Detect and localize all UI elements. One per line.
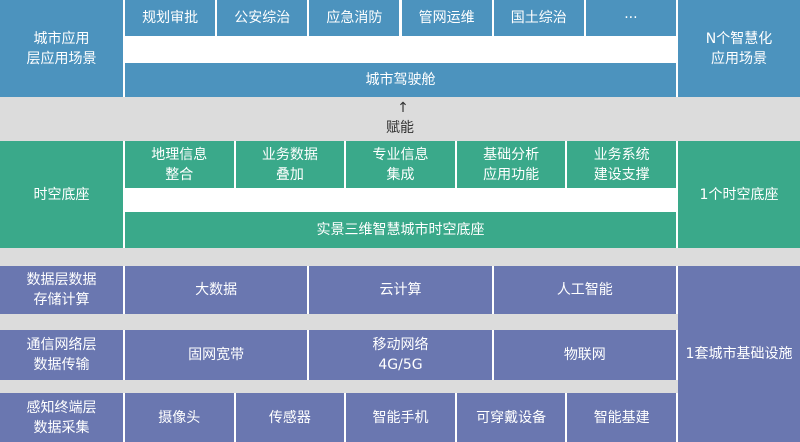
city-scenario-1: 规划审批 <box>125 0 216 36</box>
comm-item-1: 固网宽带 <box>125 330 308 380</box>
base-arrow-icon: ↑ <box>505 197 516 211</box>
city-scenario-2: 公安综治 <box>217 0 308 36</box>
data-item-2: 云计算 <box>309 266 492 314</box>
base-layer-label: 时空底座 <box>0 141 123 248</box>
city-arrow-icon: ↑ <box>625 44 636 58</box>
base-arrow-icon: ↑ <box>395 197 406 211</box>
city-arrow-icon: ↑ <box>257 44 268 58</box>
base-arrow-icon: ↑ <box>615 197 626 211</box>
base-function-3: 专业信息 集成 <box>346 141 455 188</box>
city-scenario-4: 管网运维 <box>401 0 492 36</box>
sense-item-4: 可穿戴设备 <box>456 393 566 442</box>
data-layer-label: 数据层数据 存储计算 <box>0 266 123 314</box>
comm-item-3: 物联网 <box>493 330 676 380</box>
base-platform: 实景三维智慧城市时空底座 <box>125 212 676 248</box>
separator-1 <box>0 248 800 266</box>
empower-label: 赋能 <box>386 120 414 136</box>
base-arrow-icon: ↑ <box>285 197 296 211</box>
city-layer-right-label: N个智慧化 应用场景 <box>678 0 800 97</box>
sense-layer-label: 感知终端层 数据采集 <box>0 393 123 442</box>
sense-item-5: 智能基建 <box>567 393 676 442</box>
city-scenario-3: 应急消防 <box>309 0 400 36</box>
base-function-5: 业务系统 建设支撑 <box>567 141 676 188</box>
city-connector-line <box>125 38 676 39</box>
base-connector-line <box>125 190 676 191</box>
city-arrow-icon: ↑ <box>441 44 452 58</box>
base-arrow-icon: ↑ <box>175 197 186 211</box>
city-scenario-5: 国土综治 <box>493 0 584 36</box>
sense-item-1: 摄像头 <box>125 393 234 442</box>
base-function-1: 地理信息 整合 <box>125 141 234 188</box>
empower-arrow: ↑ <box>397 100 409 116</box>
empower-band <box>0 97 800 141</box>
separator-3 <box>0 380 678 393</box>
sense-item-3: 智能手机 <box>346 393 455 442</box>
city-arrow-icon: ↑ <box>349 44 360 58</box>
comm-layer-label: 通信网络层 数据传输 <box>0 330 123 380</box>
city-layer-label: 城市应用 层应用场景 <box>0 0 123 97</box>
data-item-3: 人工智能 <box>493 266 676 314</box>
base-function-2: 业务数据 叠加 <box>235 141 345 188</box>
infra-label: 1套城市基础设施 <box>678 266 800 442</box>
separator-2 <box>0 314 678 330</box>
sense-item-2: 传感器 <box>235 393 345 442</box>
city-arrow-icon: ↑ <box>165 44 176 58</box>
data-item-1: 大数据 <box>125 266 308 314</box>
city-cockpit: 城市驾驶舱 <box>125 63 676 97</box>
comm-item-2: 移动网络 4G/5G <box>309 330 492 380</box>
base-function-4: 基础分析 应用功能 <box>456 141 566 188</box>
city-arrow-icon: ↑ <box>533 44 544 58</box>
base-layer-right-label: 1个时空底座 <box>678 141 800 248</box>
city-scenario-6: ··· <box>585 0 676 36</box>
